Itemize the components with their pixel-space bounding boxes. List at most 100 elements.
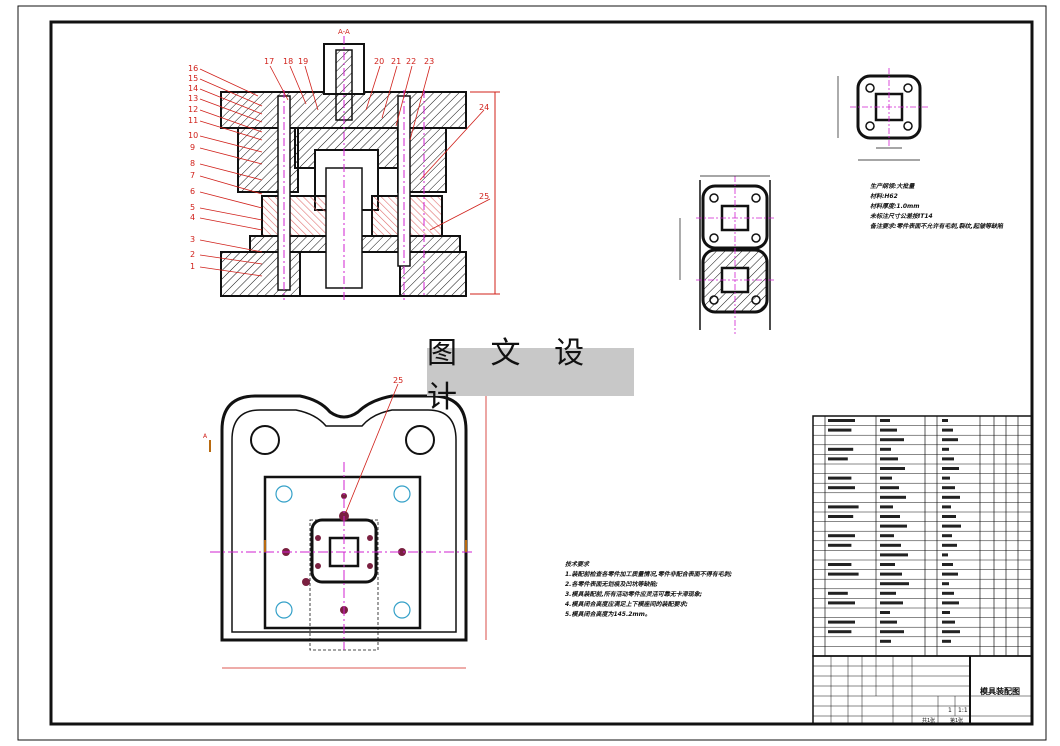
bom-cell-text bbox=[942, 428, 953, 432]
bom-cell-text bbox=[942, 630, 960, 634]
bom-cell-text bbox=[942, 620, 955, 624]
tech-item: 5.模具闭合高度为145.2mm。 bbox=[565, 611, 651, 618]
bom-cell-text bbox=[880, 611, 890, 614]
part-number: 9 bbox=[190, 143, 195, 152]
part-number: 6 bbox=[190, 187, 195, 196]
leaders-top bbox=[269, 65, 491, 231]
bom-cell-text bbox=[942, 582, 949, 586]
spec-line: 材料:H62 bbox=[870, 193, 898, 200]
bom-cell-text bbox=[942, 563, 953, 566]
bom-cell-text bbox=[880, 591, 896, 595]
bom-cell-text bbox=[828, 428, 852, 432]
bom-cell-text bbox=[880, 563, 895, 566]
bom-table bbox=[812, 415, 1033, 657]
part-numbers-left: 16 15 14 13 12 11 10 9 8 7 6 5 4 3 2 1 bbox=[188, 64, 198, 271]
bom-cell-text bbox=[880, 495, 906, 499]
bom-cell-text bbox=[880, 419, 890, 422]
part-numbers-top: 17 18 19 20 21 22 23 24 25 bbox=[264, 57, 489, 201]
bom-cell-text bbox=[880, 486, 899, 490]
quantity: 1 bbox=[948, 707, 952, 714]
bom-cell-text bbox=[828, 591, 848, 595]
part-number: 22 bbox=[406, 57, 416, 66]
bom-cell-text bbox=[880, 630, 904, 634]
bom-cell-text bbox=[880, 467, 905, 470]
part-number: 10 bbox=[188, 131, 198, 140]
bom-cell-text bbox=[828, 486, 855, 490]
outer-border bbox=[17, 5, 1047, 741]
part-number: 7 bbox=[190, 171, 195, 180]
part-number: 14 bbox=[188, 84, 198, 93]
bom-cell-text bbox=[828, 505, 859, 509]
inner-border bbox=[49, 20, 1034, 726]
bom-cell-text bbox=[880, 505, 893, 509]
part-number: 11 bbox=[188, 116, 198, 125]
tech-item: 1.装配前检查各零件加工质量情况,零件非配合表面不得有毛刺; bbox=[565, 571, 733, 578]
bom-cell-text bbox=[828, 457, 848, 461]
bom-cell-text bbox=[880, 639, 891, 643]
part-number: 4 bbox=[190, 213, 195, 222]
bom-cell-text bbox=[880, 515, 900, 518]
bom-cell-text bbox=[942, 505, 951, 509]
part-number: 23 bbox=[424, 57, 434, 66]
bom-cell-text bbox=[880, 601, 903, 605]
bom-cell-text bbox=[880, 572, 902, 576]
bom-cell-text bbox=[942, 611, 950, 614]
spec-line: 备注要求:零件表面不允许有毛刺,裂纹,起皱等缺陷 bbox=[870, 223, 1003, 230]
section-view bbox=[220, 36, 500, 300]
bom-cell-text bbox=[828, 572, 859, 576]
bom-cell-text bbox=[828, 476, 852, 480]
bom-cell-text bbox=[942, 543, 957, 547]
part-number: 13 bbox=[188, 94, 198, 103]
bom-cell-text bbox=[880, 457, 898, 461]
bom-cell-text bbox=[880, 534, 894, 538]
plan-part-number: 25 bbox=[393, 376, 403, 385]
bom-cell-text bbox=[942, 524, 961, 528]
bom-cell-text bbox=[880, 553, 908, 557]
watermark-banner: 图 文 设 计 bbox=[427, 336, 634, 415]
bom-cell-text bbox=[942, 467, 959, 470]
scale: 1:1 bbox=[958, 707, 968, 714]
part-number: 21 bbox=[391, 57, 401, 66]
part-number: 5 bbox=[190, 203, 195, 212]
bom-cell-text bbox=[828, 515, 854, 518]
part-number: 2 bbox=[190, 250, 195, 259]
part-number: 17 bbox=[264, 57, 274, 66]
bom-cell-text bbox=[880, 476, 892, 480]
part-number: 25 bbox=[479, 192, 489, 201]
bom-cell-text bbox=[942, 515, 956, 518]
bom-cell-text bbox=[828, 534, 855, 538]
tech-item: 3.模具装配前,所有活动零件应灵活可靠无卡滞现象; bbox=[565, 591, 703, 598]
tech-item: 2.各零件表面无划痕及凹坑等缺陷; bbox=[565, 581, 658, 588]
sheet-count: 共1张 bbox=[922, 717, 935, 724]
bom-cell-text bbox=[942, 438, 958, 442]
part-number: 16 bbox=[188, 64, 198, 73]
part-number: 15 bbox=[188, 74, 198, 83]
bom-cell-text bbox=[880, 447, 891, 451]
tech-heading: 技术要求 bbox=[565, 561, 590, 568]
part-number: 3 bbox=[190, 235, 195, 244]
bom-cell-text bbox=[942, 495, 960, 499]
bom-cell-text bbox=[828, 630, 852, 634]
bom-cell-text bbox=[942, 572, 958, 576]
part-number: 1 bbox=[190, 262, 195, 271]
bom-cell-text bbox=[942, 591, 954, 595]
sheet-index: 第1张 bbox=[950, 717, 963, 724]
part-number: 24 bbox=[479, 103, 489, 112]
bom-cell-text bbox=[942, 601, 959, 605]
bom-cell-text bbox=[828, 620, 855, 624]
bom-cell-text bbox=[942, 476, 950, 480]
bom-cell-text bbox=[880, 428, 897, 432]
drawing-title: 模具装配图 bbox=[980, 687, 1020, 696]
spec-line: 材料厚度:1.0mm bbox=[870, 203, 920, 210]
bom-cell-text bbox=[942, 639, 951, 643]
bom-cell-text bbox=[880, 620, 897, 624]
bom-cell-text bbox=[828, 563, 852, 566]
part-number: 12 bbox=[188, 105, 198, 114]
bom-cell-text bbox=[828, 601, 855, 605]
plan-view bbox=[209, 383, 487, 669]
part-number: 19 bbox=[298, 57, 308, 66]
spec-line: 生产纲领:大批量 bbox=[870, 183, 915, 190]
bom-cell-text bbox=[880, 438, 904, 442]
bom-cell-text bbox=[942, 486, 955, 490]
